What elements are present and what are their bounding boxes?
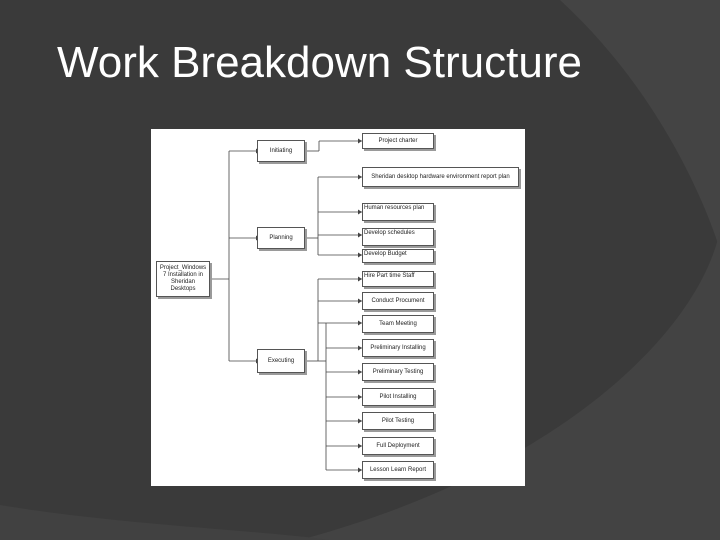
wbs-item-preliminary-installing: Preliminary Installing — [362, 339, 434, 357]
wbs-diagram: Project_Windows 7 Installation in Sherid… — [151, 129, 525, 486]
wbs-item-develop-schedules: Develop schedules — [362, 228, 434, 246]
wbs-phase-initiating: Initiating — [257, 140, 305, 162]
wbs-item-conduct-procument: Conduct Procument — [362, 292, 434, 310]
wbs-item-hire-staff: Hire Part time Staff — [362, 271, 434, 287]
wbs-item-develop-budget: Develop Budget — [362, 249, 434, 263]
wbs-item-project-charter: Project charter — [362, 133, 434, 149]
wbs-item-hardware-report-plan: Sheridan desktop hardware environment re… — [362, 167, 519, 187]
wbs-item-pilot-testing: Pilot Testing — [362, 412, 434, 430]
wbs-item-lesson-learn-report: Lesson Learn Report — [362, 461, 434, 479]
wbs-phase-planning: Planning — [257, 227, 305, 249]
slide-title: Work Breakdown Structure — [57, 38, 582, 87]
wbs-item-human-resources-plan: Human resources plan — [362, 203, 434, 221]
wbs-item-full-deployment: Full Deployment — [362, 437, 434, 455]
wbs-item-pilot-installing: Pilot Installing — [362, 388, 434, 406]
wbs-phase-executing: Executing — [257, 349, 305, 373]
wbs-item-team-meeting: Team Meeting — [362, 315, 434, 333]
wbs-item-preliminary-testing: Preliminary Testing — [362, 363, 434, 381]
wbs-connector-lines — [210, 138, 362, 473]
wbs-root-node: Project_Windows 7 Installation in Sherid… — [156, 261, 210, 297]
